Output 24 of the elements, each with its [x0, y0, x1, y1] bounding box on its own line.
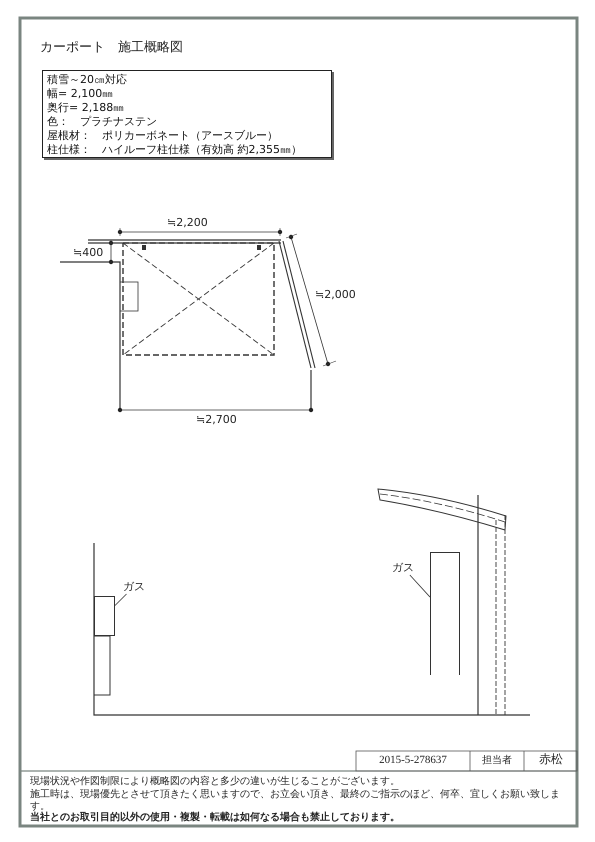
dimension-label: ≒2,700: [196, 413, 237, 426]
gas-label: ガス: [123, 579, 145, 594]
dimension-label: ≒2,000: [315, 288, 356, 301]
staff-name: 赤松: [538, 753, 564, 767]
dimension-label: ≒2,200: [167, 216, 208, 229]
note-text: 現場状況や作図制限により概略図の内容と多少の違いが生じることがございます。: [30, 776, 401, 788]
spec-text: 屋根材： ポリカーボネート（アースブルー）: [47, 129, 279, 143]
spec-text: 幅= 2,100㎜: [47, 87, 114, 101]
dimension-label: ≒400: [73, 246, 104, 259]
leader-line: [114, 594, 127, 606]
spec-text: 奥行= 2,188㎜: [47, 101, 126, 115]
note-text: 当社とのお取引目的以外の使用・複製・転載は如何なる場合も禁止しております。: [30, 812, 401, 824]
gas-meter-box: [94, 596, 115, 636]
spec-text: 積雪～20㎝対応: [47, 73, 128, 87]
document-number: 2015-5-278637: [378, 754, 448, 767]
leader-line: [409, 574, 430, 598]
spec-text: 色： プラチナステン: [47, 115, 158, 129]
spec-text: 柱仕様： ハイルーフ柱仕様（有効高 約2,355㎜）: [47, 143, 303, 157]
page-title: カーポート 施工概略図: [40, 39, 183, 56]
gas-meter-box: [430, 552, 460, 675]
gas-label: ガス: [392, 560, 414, 575]
staff-label: 担当者: [481, 755, 513, 766]
spec-box: [42, 70, 332, 158]
note-text: 施工時は、現場優先とさせて頂きたく思いますので、お立会い頂き、最終のご指示のほど、何卒、宜しくお願い致します。: [30, 789, 561, 812]
